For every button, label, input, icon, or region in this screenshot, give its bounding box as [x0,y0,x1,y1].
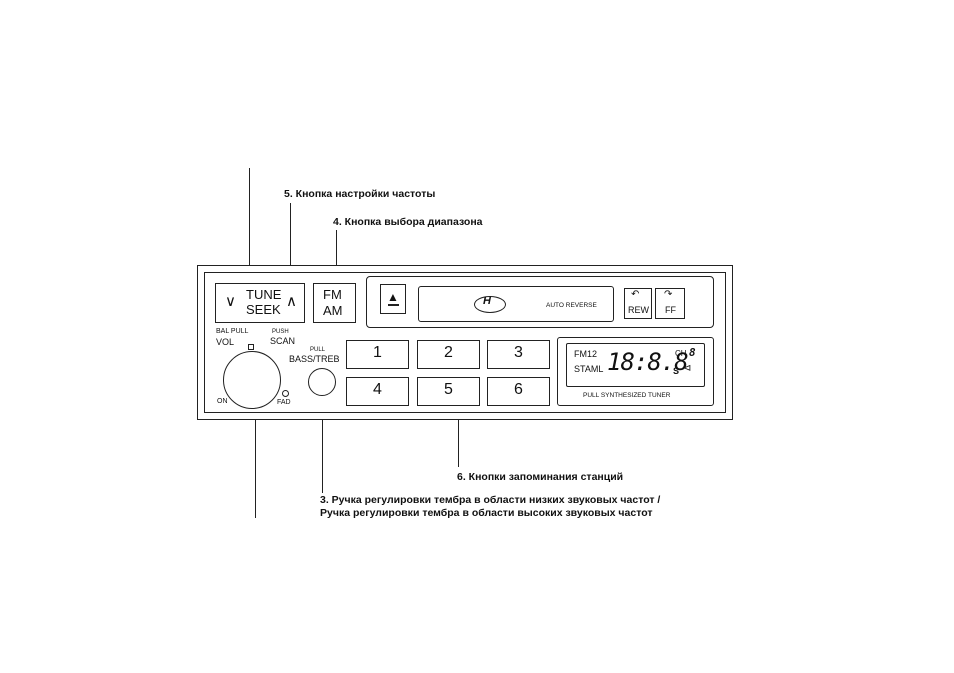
ff-label: FF [665,305,676,315]
fm12-label: FM12 [574,349,598,359]
ch-digit: 8 [689,346,696,359]
frequency-readout: 18:8.8 [607,348,689,376]
push-label: PUSH [272,329,289,335]
callout-presets: 6. Кнопки запоминания станций [457,471,624,483]
fad-indicator-icon [282,390,289,397]
on-label: ON [217,398,228,405]
eject-bar [388,304,399,306]
tune-seek-button[interactable]: ∨ TUNE SEEK ∧ [215,283,305,323]
tuner-display: FM12 STAML 18:8.8 CH 8 S ⊲ [566,343,705,387]
band-fm-label: FM [323,287,342,302]
callout-tune-seek: 5. Кнопка настройки частоты [284,188,436,200]
callout-band-select: 4. Кнопка выбора диапазона [333,216,483,228]
eject-icon: ▲ [387,290,399,304]
preset-label: 3 [514,344,523,361]
preset-button-5[interactable]: 5 [417,377,480,406]
volume-knob[interactable] [223,351,281,409]
callout-bass-treble-1: 3. Ручка регулировки тембра в области ни… [320,494,661,506]
band-select-button[interactable]: FM AM [313,283,356,323]
callout-bass-treble-2: Ручка регулировки тембра в области высок… [320,507,653,519]
preset-label: 4 [373,381,382,398]
vol-indicator [248,344,254,350]
pull-label: PULL [310,347,326,353]
preset-label: 5 [444,381,453,398]
preset-button-4[interactable]: 4 [346,377,409,406]
leader-band [336,230,338,283]
ch-label: CH [675,349,687,358]
preset-button-6[interactable]: 6 [487,377,550,406]
bal-pull-label: BAL PULL [216,328,249,335]
leader-tune [290,203,292,303]
tuner-label: PULL SYNTHESIZED TUNER [583,392,671,399]
leader-vol-bottom [255,396,257,518]
band-am-label: AM [323,303,343,318]
scan-label: SCAN [270,336,296,346]
rew-arrow-icon: ↶ [631,289,640,300]
bass-treble-knob[interactable] [308,368,336,396]
rew-button[interactable]: ↶ REW [624,288,652,319]
auto-reverse-label: AUTO REVERSE [546,302,597,309]
eject-button[interactable]: ▲ [380,284,406,314]
preset-label: 2 [444,344,453,361]
bass-treb-label: BASS/TREB [289,354,340,364]
ff-button[interactable]: ↷ FF [655,288,685,319]
st-am-label: STAML [574,364,604,374]
preset-button-2[interactable]: 2 [417,340,480,369]
ff-arrow-icon: ↷ [664,289,673,300]
leader-presets-vertical [458,407,460,467]
cassette-door: H AUTO REVERSE [418,286,614,322]
preset-button-3[interactable]: 3 [487,340,550,369]
leader-bass [322,392,324,493]
rew-label: REW [628,305,649,315]
speaker-icon: ⊲ [683,363,692,374]
seek-label: SEEK [246,302,281,317]
hyundai-logo-icon: H [474,295,506,313]
fad-label: FAD [277,399,291,406]
s-label: S [673,366,680,376]
preset-label: 6 [514,381,523,398]
preset-label: 1 [373,344,382,361]
leader-vol-top [249,168,251,346]
tune-label: TUNE [246,287,282,302]
tune-down-icon: ∨ [225,293,236,310]
preset-button-1[interactable]: 1 [346,340,409,369]
vol-label: VOL [216,337,235,347]
tune-up-icon: ∧ [286,293,297,310]
